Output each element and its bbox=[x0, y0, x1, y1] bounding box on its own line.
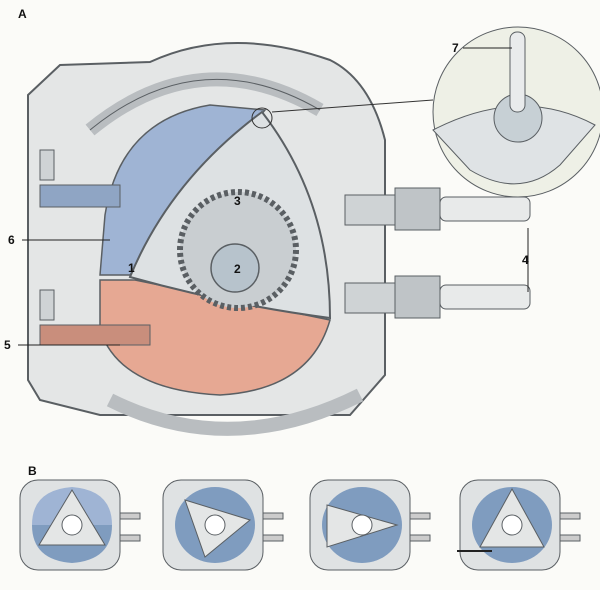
callout-5: 5 bbox=[4, 338, 11, 352]
intake-port bbox=[39, 184, 121, 208]
callout-1: 1 bbox=[128, 261, 135, 275]
cycle-stage-1 bbox=[19, 479, 141, 571]
spark-plug-bottom bbox=[344, 275, 531, 319]
panel-b-label: B bbox=[28, 464, 37, 478]
spark-plug-top bbox=[344, 187, 531, 231]
callout-7: 7 bbox=[452, 41, 459, 55]
cycle-stage-3 bbox=[309, 479, 431, 571]
cycle-stage-2 bbox=[162, 479, 284, 571]
callout-2: 2 bbox=[234, 262, 241, 276]
callout-3: 3 bbox=[234, 194, 241, 208]
apex-seal-inset bbox=[251, 26, 600, 198]
cycle-stage-4 bbox=[457, 479, 581, 571]
callout-4: 4 bbox=[522, 253, 529, 267]
callout-6: 6 bbox=[8, 233, 15, 247]
eccentric-shaft bbox=[210, 243, 260, 293]
panel-a-label: A bbox=[18, 7, 27, 21]
exhaust-port bbox=[39, 324, 151, 346]
